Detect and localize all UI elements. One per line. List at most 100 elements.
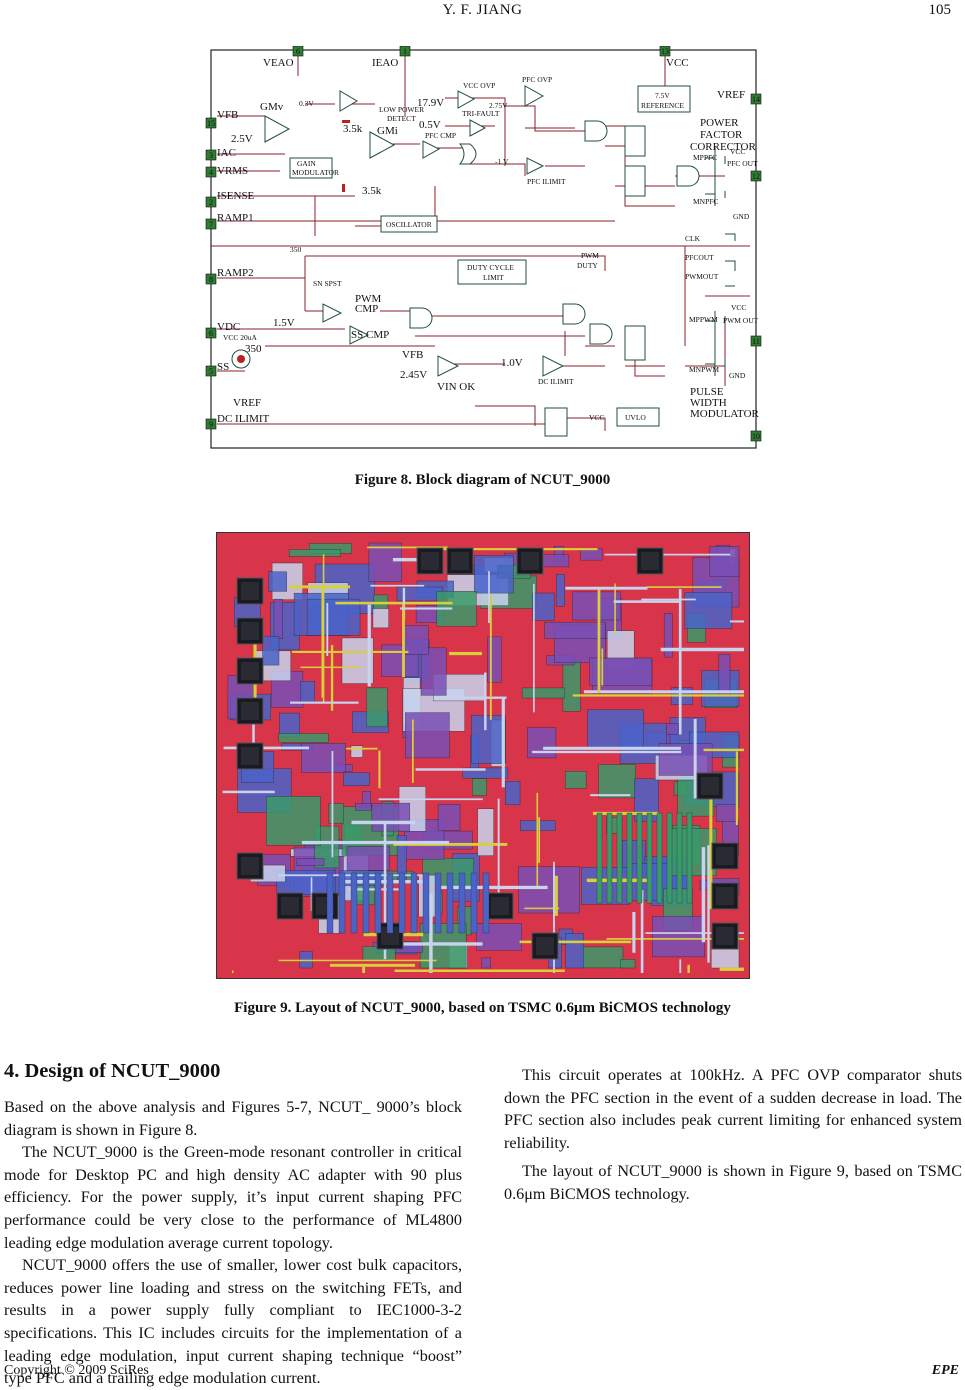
label-gain-mod-2: MODULATOR [292,168,339,177]
label-iac: IAC [217,147,236,159]
pin-label: 13 [661,47,669,56]
label-vcc-20ua: VCC 20uA [223,333,258,342]
label-vin-ok: VIN OK [437,381,475,393]
label-3-5k-a: 3.5k [343,123,363,135]
label-ramp1: RAMP1 [217,212,254,224]
label-0-5v: 0.5V [419,119,441,131]
figure-9-chip-layout [216,532,750,979]
block-diagram-svg: 6 1 13 14 15 3 4 2 7 8 6 5 9 12 11 10 [205,46,762,449]
pin-label: 6 [296,47,300,56]
label-vdc: VDC [217,321,240,333]
label-gnd: GND [733,212,750,221]
pin-label: 11 [752,337,760,346]
pin-label: 6 [209,329,213,338]
label-pwm-mod-1: PULSE [690,386,724,398]
figure-9-caption: Figure 9. Layout of NCUT_9000, based on … [234,1000,731,1016]
label-vfb-2: VFB [402,349,423,361]
paragraph-1: Based on the above analysis and Figures … [4,1098,462,1139]
pin-label: 4 [209,168,213,177]
label-duty-1: DUTY CYCLE [467,263,514,272]
label-mnpwm: MNPWM [689,365,719,374]
copyright: Copyright © 2009 SciRes [4,1363,149,1378]
label-pwm-duty-2: DUTY [577,261,598,270]
label-gnd-2: GND [729,371,746,380]
label-neg-1v: -1 V [495,157,509,166]
pin-label: 14 [752,95,760,104]
label-tri-fault: TRI-FAULT [462,109,500,118]
label-ref-7-5v: 7.5V [655,91,670,100]
pin-label: 7 [209,220,213,229]
label-vcc-small: VCC [730,147,745,156]
section-title: 4. Design of NCUT_9000 [4,1060,221,1082]
label-pfc-ilimit: PFC ILIMIT [527,177,566,186]
label-pwm-duty-1: PWM [581,251,599,260]
label-mnpfc: MNPFC [693,197,718,206]
paragraph-4: This circuit operates at 100kHz. A PFC O… [504,1066,962,1152]
label-detect: DETECT [387,114,416,123]
label-17-9v: 17.9V [417,97,444,109]
label-pwm-out: PWM OUT [723,316,759,325]
chip-layout-svg [217,533,749,978]
label-gmv: GMv [260,101,284,113]
label-2-45v: 2.45V [400,369,427,381]
label-vcc: VCC [666,57,689,69]
label-vcc-ovp: VCC OVP [463,81,495,90]
label-pfc-ovp: PFC OVP [522,75,552,84]
pin-label: 8 [209,275,213,284]
label-spst: SN SPST [313,279,342,288]
pin-label: 5 [209,367,213,376]
figure-8-caption: Figure 8. Block diagram of NCUT_9000 [354,472,611,488]
label-mppwm: MPPWM [689,315,718,324]
label-gain-mod-1: GAIN [297,159,316,168]
label-isense: ISENSE [217,190,255,202]
label-duty-2: LIMIT [483,273,504,282]
label-pfc-out: PFC OUT [727,159,758,168]
label-0-3v: 0.3V [299,99,314,108]
label-pwmout: PWMOUT [685,272,719,281]
pin-label: 9 [209,420,213,429]
label-ss-cmp: SS CMP [351,329,389,341]
label-veao: VEAO [263,57,294,69]
label-pfc-cmp: PFC CMP [425,131,456,140]
label-pwm-mod-2: WIDTH [690,397,727,409]
running-head-author: Y. F. JIANG [442,2,523,18]
label-ieao: IEAO [372,57,398,69]
pin-label: 10 [752,432,760,441]
label-vref: VREF [717,89,745,101]
label-uvlo: UVLO [625,413,646,422]
label-2-5v: 2.5V [231,133,253,145]
label-ss: SS [217,361,229,373]
label-vrms: VRMS [217,165,248,177]
label-vfb: VFB [217,109,238,121]
label-low-power: LOW POWER [379,105,424,114]
text-column-right: This circuit operates at 100kHz. A PFC O… [504,1058,962,1206]
label-3-5k-b: 3.5k [362,185,382,197]
label-350-a: 350 [290,245,302,254]
label-pwm-mod-3: MODULATOR [690,408,760,420]
page-number: 105 [928,2,952,18]
label-gmi: GMi [377,125,398,137]
label-oscillator: OSCILLATOR [386,220,432,229]
label-pfc-1: POWER [700,117,739,129]
label-ramp2: RAMP2 [217,267,254,279]
label-reference: REFERENCE [641,101,684,110]
journal-abbrev: EPE [931,1363,959,1378]
pin-label: 3 [209,151,213,160]
label-clk: CLK [685,234,701,243]
label-vcc-3: VCC [589,413,604,422]
pin-label: 2 [209,198,213,207]
pin-label: 12 [752,172,760,181]
running-head: Y. F. JIANG 105 [0,2,965,22]
pin-label: 15 [207,119,215,128]
figure-8-block-diagram: 6 1 13 14 15 3 4 2 7 8 6 5 9 12 11 10 [205,46,763,452]
paragraph-3: NCUT_9000 offers the use of smaller, low… [4,1256,462,1388]
paragraph-2: The NCUT_9000 is the Green-mode resonant… [4,1143,462,1252]
label-pfc-3: CORRECTOR [690,141,756,153]
label-1-0v: 1.0V [501,357,523,369]
label-dc-ilimit-2: DC ILIMIT [538,377,574,386]
label-2-75v: 2.75V [489,101,508,110]
label-mppfc: MPPFC [693,153,717,162]
label-vcc-2: VCC [731,303,746,312]
pin-label: 1 [403,47,407,56]
label-cmp: CMP [355,303,378,315]
